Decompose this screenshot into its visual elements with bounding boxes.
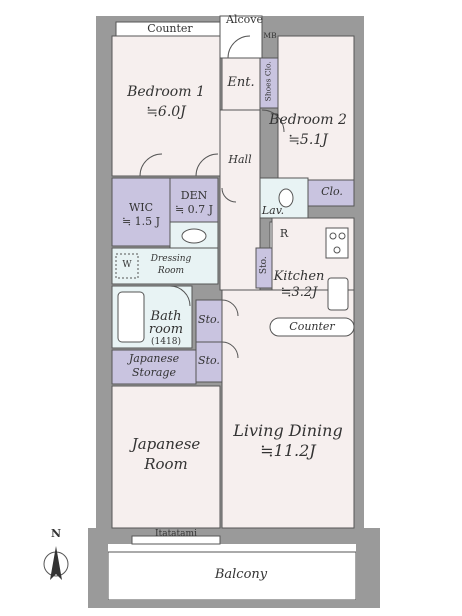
balcony-wall-left bbox=[88, 528, 108, 608]
bedroom2-name: Bedroom 2 bbox=[269, 112, 347, 128]
washer-label: W bbox=[122, 260, 132, 270]
door-swing bbox=[139, 153, 163, 177]
japanese-room-floor bbox=[111, 385, 221, 529]
japanese-room-line1: Japanese bbox=[131, 435, 201, 453]
japanese-storage-line1: Japanese bbox=[128, 352, 180, 365]
bedroom2-floor bbox=[277, 35, 355, 181]
toilet bbox=[278, 188, 294, 208]
wic-size: ≒ 1.5 J bbox=[121, 215, 161, 228]
kitchen-size: ≒3.2J bbox=[280, 285, 318, 300]
entrance-label: Ent. bbox=[227, 75, 255, 90]
lavatory-label: Lav. bbox=[261, 204, 285, 217]
closet-label: Clo. bbox=[321, 185, 343, 198]
bedroom2-size: ≒5.1J bbox=[288, 132, 328, 148]
alcove-label: Alcove bbox=[226, 13, 263, 26]
itatatami-window bbox=[131, 535, 221, 545]
door-swing bbox=[261, 109, 285, 133]
alcove-area bbox=[219, 15, 263, 59]
storage1-label: Sto. bbox=[258, 256, 269, 275]
dressing-room-line2: Room bbox=[157, 266, 185, 276]
hall-label: Hall bbox=[228, 153, 252, 166]
kitchen-name: Kitchen bbox=[273, 269, 325, 284]
bedroom1-name: Bedroom 1 bbox=[127, 84, 205, 100]
door-swing bbox=[227, 35, 251, 59]
counter-top-label: Counter bbox=[147, 22, 193, 35]
closet-floor bbox=[307, 179, 355, 207]
japanese-room-line2: Room bbox=[144, 455, 188, 473]
japanese-storage-line2: Storage bbox=[132, 366, 176, 379]
kitchen-counter-label: Counter bbox=[289, 320, 335, 333]
living-dining-name: Living Dining bbox=[233, 421, 343, 440]
burner bbox=[333, 246, 341, 254]
wic-name: WIC bbox=[128, 201, 154, 214]
door-swing bbox=[221, 187, 237, 203]
den-name: DEN bbox=[180, 189, 208, 202]
bathroom-line3: (1418) bbox=[151, 337, 181, 347]
den-size: ≒ 0.7 J bbox=[174, 203, 214, 216]
door-swing bbox=[221, 341, 239, 359]
burner bbox=[329, 232, 337, 240]
storage3-floor bbox=[195, 341, 223, 383]
bathroom-line2: room bbox=[148, 322, 184, 337]
stove bbox=[325, 227, 349, 259]
burner bbox=[338, 232, 346, 240]
kitchen-counter bbox=[269, 317, 355, 337]
north-arrow-icon bbox=[50, 546, 62, 580]
bathtub bbox=[117, 291, 145, 343]
dressing-room-line1: Dressing bbox=[150, 254, 192, 264]
door-swing bbox=[221, 299, 239, 317]
washer-box bbox=[115, 253, 139, 279]
shoes-closet-label: Shoes Clo. bbox=[263, 61, 273, 102]
bedroom1-size: ≒6.0J bbox=[146, 104, 186, 120]
mb-label: MB bbox=[263, 31, 277, 40]
kitchen-sink bbox=[327, 277, 349, 311]
living-dining-size: ≒11.2J bbox=[260, 441, 316, 460]
bathroom-line1: Bath bbox=[150, 309, 182, 324]
wash-basin bbox=[181, 228, 207, 244]
door-swing bbox=[169, 285, 191, 307]
balcony-rail bbox=[88, 600, 380, 608]
balcony-label: Balcony bbox=[214, 567, 268, 582]
balcony-wall-right bbox=[356, 528, 380, 608]
counter-top-floor bbox=[115, 21, 221, 37]
storage2-label: Sto. bbox=[198, 313, 220, 326]
bedroom1-floor bbox=[111, 35, 221, 177]
north-label: N bbox=[50, 527, 62, 540]
itatatami-label: Itatatami bbox=[155, 529, 197, 539]
door-swing bbox=[195, 153, 219, 177]
hall-floor bbox=[219, 109, 261, 291]
wic-floor bbox=[111, 177, 171, 247]
refrigerator-label: R bbox=[279, 227, 289, 240]
japanese-storage-floor bbox=[111, 349, 197, 385]
storage3-label: Sto. bbox=[198, 354, 220, 367]
